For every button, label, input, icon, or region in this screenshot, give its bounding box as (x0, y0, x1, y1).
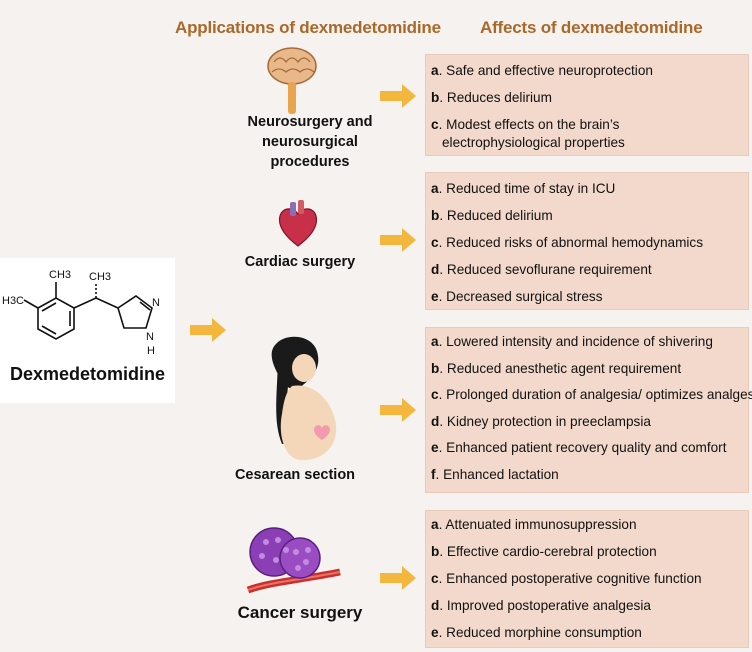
effect-item: c. Enhanced postoperative cognitive func… (431, 571, 702, 586)
effect-item: e. Enhanced patient recovery quality and… (431, 440, 727, 455)
effect-item: a. Attenuated immunosuppression (431, 517, 637, 532)
effect-item: b. Effective cardio-cerebral protection (431, 544, 657, 559)
effect-item: b. Reduces delirium (431, 90, 552, 105)
h-label: H (147, 345, 155, 357)
effect-item: c. Reduced risks of abnormal hemodynamic… (431, 235, 704, 250)
applications-header: Applications of dexmedetomidine (175, 18, 441, 37)
effect-item: c. Modest effects on the brain’s (431, 117, 620, 132)
effects-box-cesarean: a. Lowered intensity and incidence of sh… (425, 327, 752, 493)
cardiac-arrow-icon (380, 228, 416, 252)
nh-label: N (146, 331, 154, 343)
effect-item: d. Improved postoperative analgesia (431, 598, 651, 613)
cesarean-arrow-icon (380, 398, 416, 422)
effect-item-continuation: electrophysiological properties (442, 135, 625, 150)
effect-item: c. Prolonged duration of analgesia/ opti… (431, 387, 752, 402)
h3c-label: H3C (2, 295, 24, 307)
app-label-neurosurgery-line1: Neurosurgery and (247, 114, 373, 130)
effects-box-cancer: a. Attenuated immunosuppression b. Effec… (425, 510, 749, 648)
molecule-label: Dexmedetomidine (9, 364, 166, 384)
app-label-neurosurgery: Neurosurgery and neurosurgical procedure… (230, 112, 390, 172)
effect-item: a. Safe and effective neuroprotection (431, 63, 653, 78)
affects-header: Affects of dexmedetomidine (480, 18, 703, 37)
cancer-cells-icon (246, 527, 341, 594)
ch3-chain-label: CH3 (89, 271, 111, 283)
effect-item: a. Reduced time of stay in ICU (431, 181, 616, 196)
effects-box-neurosurgery: a. Safe and effective neuroprotection b.… (425, 54, 749, 156)
effect-item: f. Enhanced lactation (431, 467, 559, 482)
effect-item: e. Decreased surgical stress (431, 289, 603, 304)
n-label: N (152, 297, 160, 309)
app-label-cesarean: Cesarean section (234, 467, 356, 483)
effects-box-cardiac: a. Reduced time of stay in ICU b. Reduce… (425, 172, 749, 310)
effect-item: d. Reduced sevoflurane requirement (431, 262, 652, 277)
effect-item: d. Kidney protection in preeclampsia (431, 414, 651, 429)
molecule-structure: CH3 CH3 H3C N N H (0, 258, 175, 403)
app-label-cardiac: Cardiac surgery (244, 254, 356, 270)
molecule-arrow-icon (190, 318, 226, 342)
app-label-cancer: Cancer surgery (237, 603, 363, 622)
brain-icon (267, 47, 317, 114)
app-label-neurosurgery-line2: neurosurgical procedures (262, 134, 358, 170)
pregnant-woman-icon (271, 336, 337, 461)
neurosurgery-arrow-icon (380, 84, 416, 108)
effect-item: b. Reduced anesthetic agent requirement (431, 361, 682, 376)
effect-item: b. Reduced delirium (431, 208, 553, 223)
effect-item: e. Reduced morphine consumption (431, 625, 642, 640)
cancer-arrow-icon (380, 566, 416, 590)
effect-item: a. Lowered intensity and incidence of sh… (431, 334, 713, 349)
ch3-top-label: CH3 (49, 269, 71, 281)
dexmedetomidine-structure-icon: CH3 CH3 H3C N N H (2, 269, 160, 357)
heart-icon (278, 200, 318, 247)
